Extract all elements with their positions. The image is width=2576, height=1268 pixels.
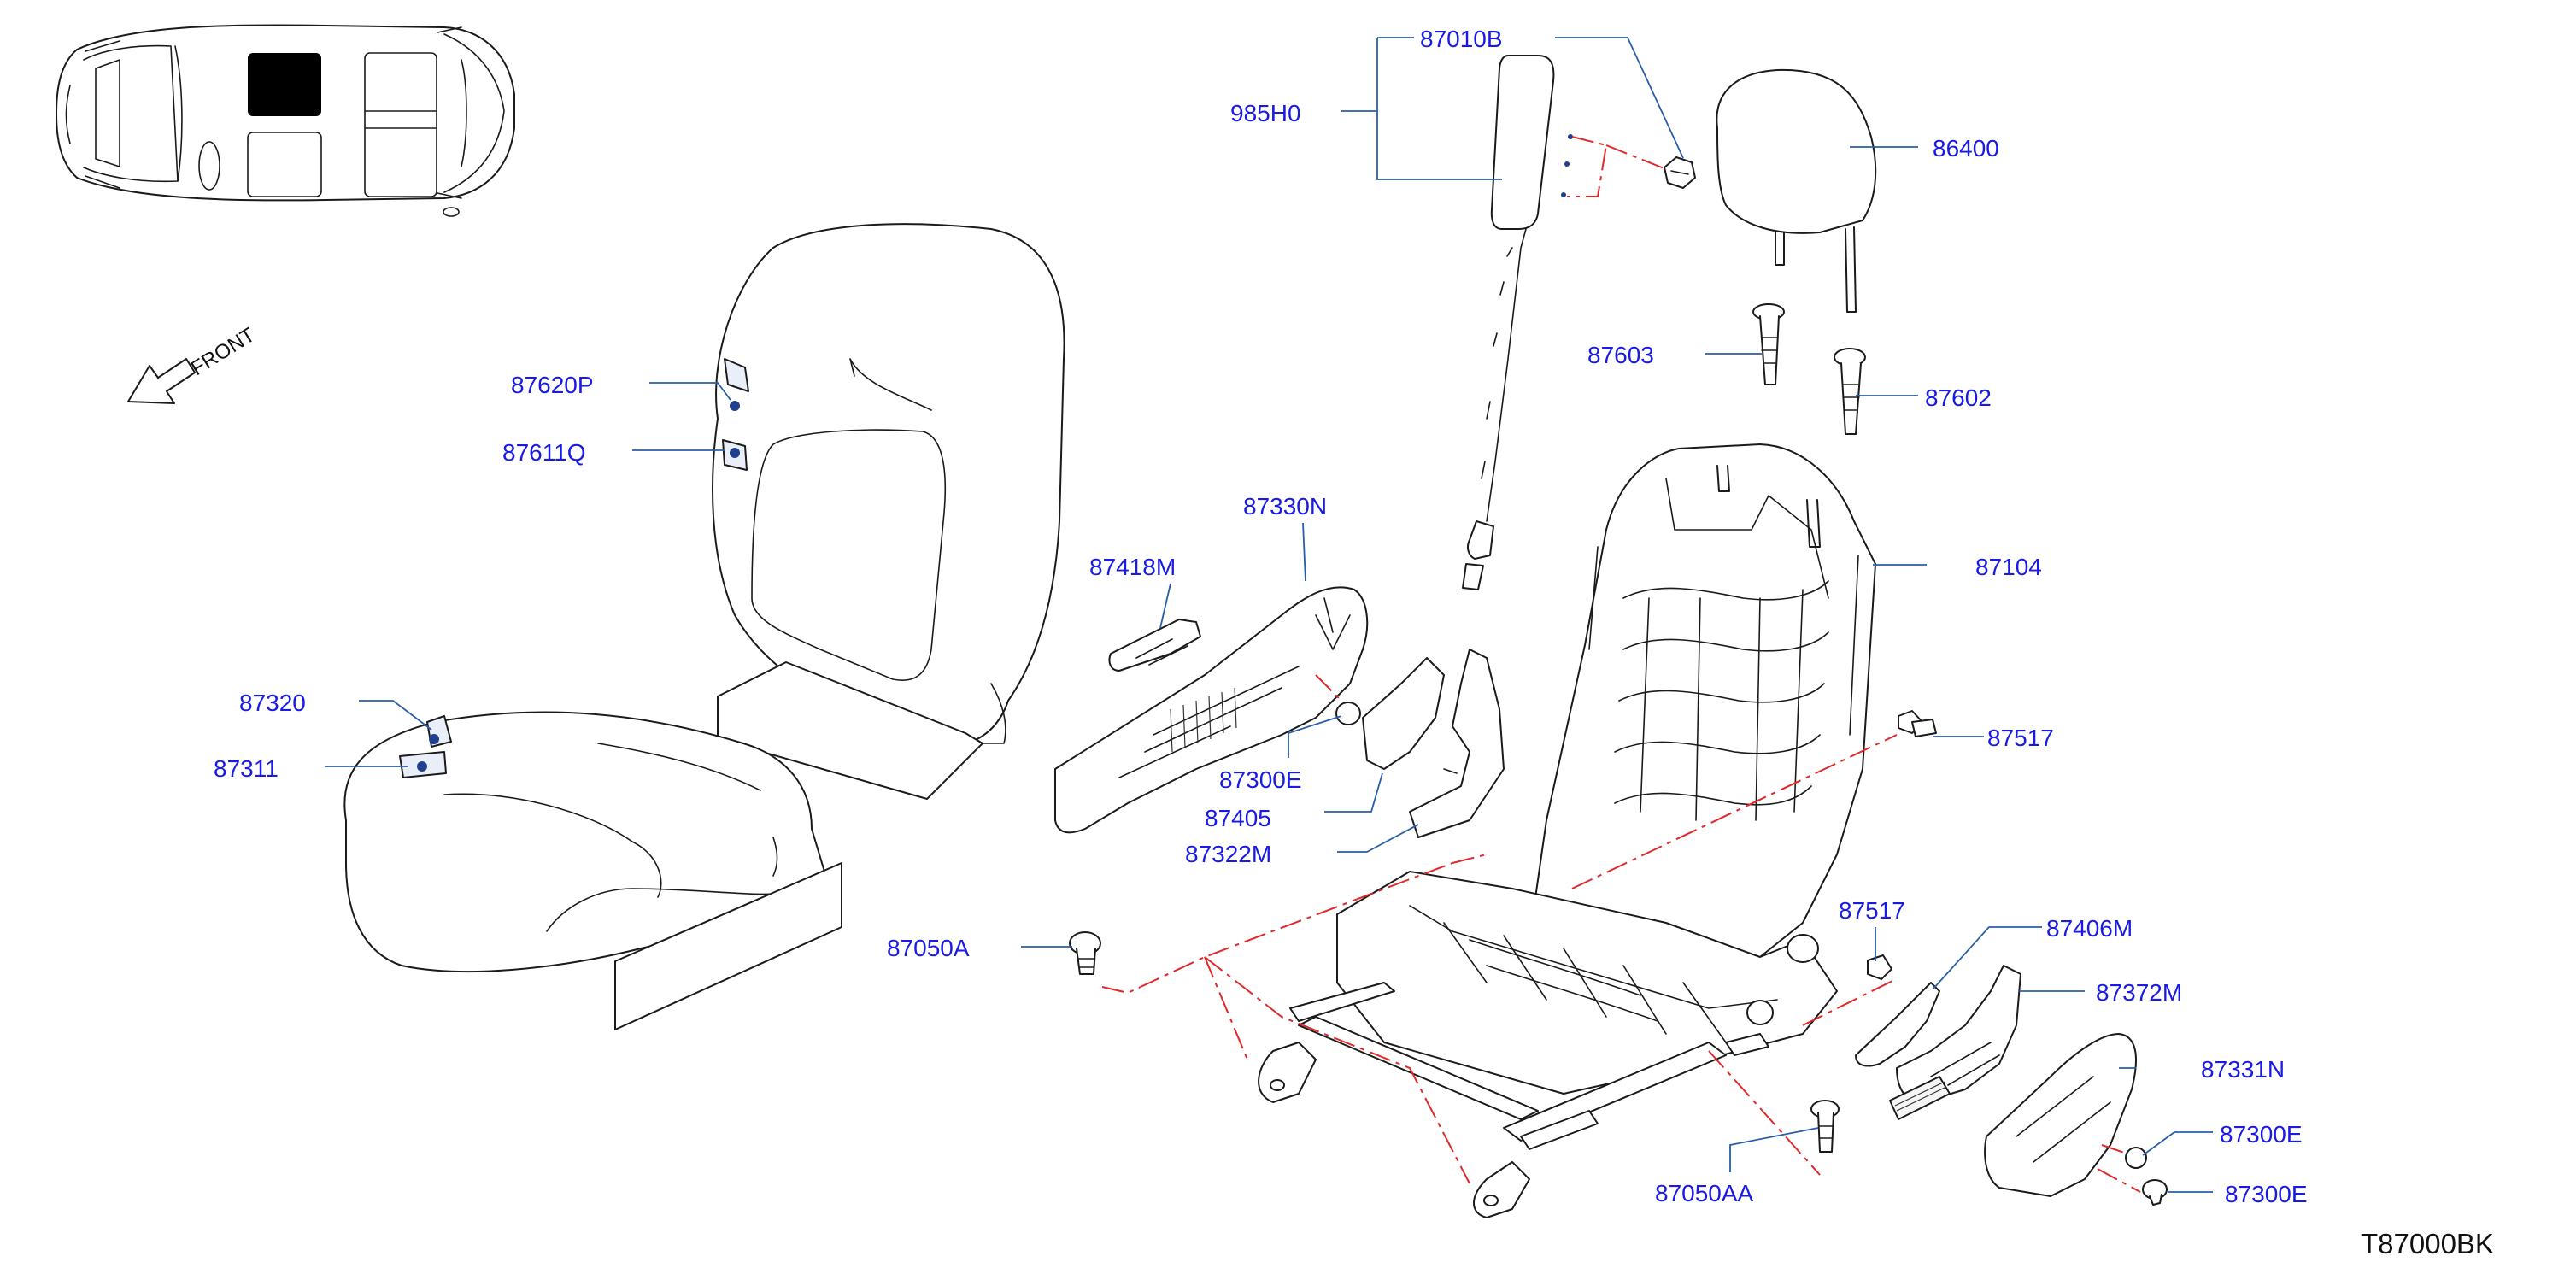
airbag-nut-drawing <box>1664 156 1696 189</box>
label-87050A: 87050A <box>887 935 970 961</box>
cover-87331N-drawing <box>1984 1033 2137 1197</box>
cover-87372M-drawing <box>1889 965 2021 1120</box>
cap-87300E-a-drawing <box>1335 702 1361 725</box>
side-shield-87330N-drawing <box>1054 586 1369 834</box>
leader-lines <box>325 37 2213 1193</box>
label-87322M: 87322M <box>1185 841 1271 867</box>
label-87405: 87405 <box>1205 805 1271 831</box>
label-87418M: 87418M <box>1089 554 1176 580</box>
shield-to-cap-line <box>1315 674 1342 702</box>
front-arrow-icon: FRONT <box>127 323 260 404</box>
clip-87517-a-drawing <box>1898 710 1937 737</box>
label-87611Q: 87611Q <box>502 439 586 466</box>
label-87300E-b: 87300E <box>2220 1121 2303 1148</box>
cover-87322M-drawing <box>1409 649 1505 838</box>
label-87311: 87311 <box>214 755 279 782</box>
assembly-lines <box>1101 734 1898 1184</box>
seat-frame-drawing <box>1529 443 1876 1013</box>
side-airbag-drawing <box>1462 55 1573 590</box>
seat-cushion-drawing <box>343 711 842 1030</box>
label-87517-b: 87517 <box>1839 897 1905 924</box>
headrest-guide-87602-drawing <box>1834 348 1866 435</box>
label-87331N: 87331N <box>2201 1056 2285 1083</box>
seat-cushion-frame-drawing <box>1336 871 1838 1095</box>
label-87300E-a: 87300E <box>1219 766 1302 793</box>
label-87603: 87603 <box>1587 342 1654 368</box>
headrest-drawing <box>1716 68 1877 313</box>
cover-to-caps-line <box>2097 1144 2141 1193</box>
label-985H0: 985H0 <box>1230 100 1301 126</box>
label-87330N: 87330N <box>1243 493 1327 520</box>
cover-87405-drawing <box>1362 657 1445 770</box>
label-87517-a: 87517 <box>1987 725 2054 751</box>
diagram-code: T87000BK <box>2361 1228 2494 1259</box>
seat-slide-rails-drawing <box>1258 982 1769 1218</box>
cap-87300E-b-drawing <box>2125 1147 2147 1169</box>
seatback-trim-drawing <box>712 223 1065 800</box>
label-86400: 86400 <box>1933 135 1999 161</box>
cover-87406M-drawing <box>1855 982 1940 1067</box>
label-87406M: 87406M <box>2046 915 2133 942</box>
airbag-to-nut-line <box>1567 136 1671 197</box>
part-labels: 87010B 985H0 86400 87603 87602 87620P 87… <box>214 26 2308 1207</box>
label-87620P: 87620P <box>511 372 594 398</box>
headrest-guide-87603-drawing <box>1752 303 1785 385</box>
label-87300E-c: 87300E <box>2225 1181 2308 1207</box>
clip-87517-b-drawing <box>1867 954 1892 980</box>
label-87104: 87104 <box>1975 554 2042 580</box>
label-87320: 87320 <box>239 690 306 716</box>
car-locator-icon <box>56 24 515 217</box>
bolt-87050A-drawing <box>1069 931 1101 975</box>
label-87050AA: 87050AA <box>1655 1180 1754 1206</box>
label-87602: 87602 <box>1925 385 1992 411</box>
front-label: FRONT <box>187 323 260 380</box>
cap-87300E-c-drawing <box>2142 1179 2168 1206</box>
label-87010B: 87010B <box>1420 26 1503 52</box>
bolt-87050AA-drawing <box>1810 1100 1840 1153</box>
seat-position-highlight <box>248 53 321 116</box>
label-87372M: 87372M <box>2096 979 2182 1006</box>
lever-87418M-drawing <box>1108 619 1201 672</box>
